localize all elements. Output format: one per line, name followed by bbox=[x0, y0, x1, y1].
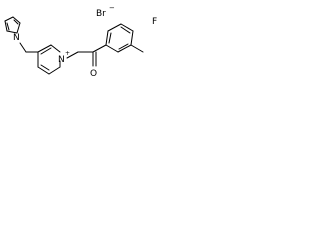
pyridinium-charge-label: + bbox=[65, 50, 70, 57]
pyrrole-nitrogen-label: N bbox=[13, 33, 20, 43]
fluorine-label: F bbox=[152, 17, 157, 27]
methylene-linker-1 bbox=[19, 42, 39, 53]
carbon-fluorine-bond bbox=[130, 44, 144, 53]
carbonyl-oxygen-label: O bbox=[90, 69, 97, 79]
fluorophenyl-ring bbox=[105, 23, 134, 53]
pyrrole-ring bbox=[4, 16, 21, 34]
methylene-linker-2 bbox=[66, 51, 94, 59]
bromide-counterion: Br − bbox=[96, 4, 115, 19]
bromide-symbol-label: Br bbox=[96, 9, 106, 19]
bromide-charge-label: − bbox=[109, 4, 115, 12]
pyridinium-nitrogen-label: N bbox=[58, 55, 65, 65]
pyridinium-ring bbox=[37, 44, 61, 75]
chemical-structure-diagram: N N + O bbox=[4, 4, 157, 79]
carbonyl-group bbox=[92, 44, 107, 67]
